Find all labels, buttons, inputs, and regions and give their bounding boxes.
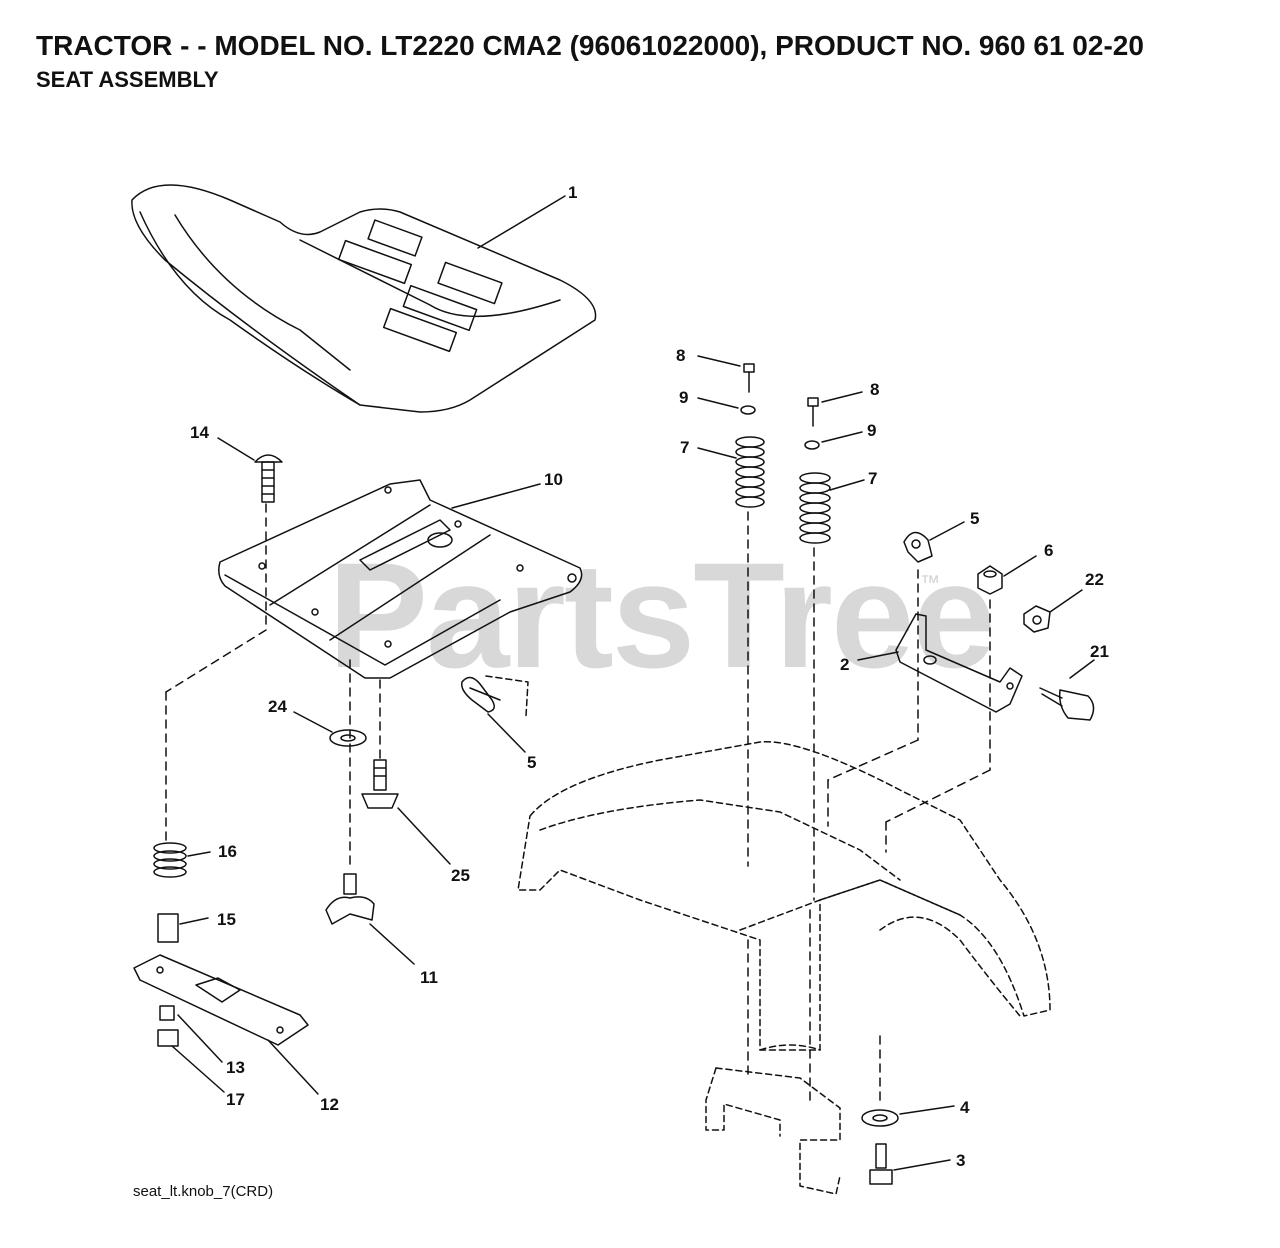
callout-6: 6 xyxy=(1044,541,1054,560)
seat-bracket-plate-part xyxy=(133,954,309,1046)
callout-4: 4 xyxy=(960,1098,970,1117)
callout-7-right: 7 xyxy=(868,469,878,488)
fender-outline xyxy=(517,740,1051,1195)
callout-13: 13 xyxy=(226,1058,245,1077)
spring-7-right-part xyxy=(799,472,831,544)
knob-part xyxy=(325,873,375,925)
bolt-8-right-part xyxy=(807,397,819,427)
callout-9-right: 9 xyxy=(867,421,877,440)
lock-nut-part xyxy=(157,1029,179,1047)
bolt-3-part xyxy=(869,1143,893,1185)
flange-nut-part xyxy=(1023,605,1051,633)
trademark-symbol: ™ xyxy=(920,572,940,594)
washer-9-right-part xyxy=(804,440,820,450)
seat-part xyxy=(131,184,597,413)
shoulder-bolt-21-part xyxy=(1039,687,1095,721)
washer-4-part xyxy=(861,1109,899,1127)
seat-pan-part xyxy=(218,479,583,679)
wire-clip-left-part xyxy=(460,675,529,717)
leader-1 xyxy=(477,195,566,249)
page-subtitle: SEAT ASSEMBLY xyxy=(36,67,219,92)
callout-10: 10 xyxy=(544,470,563,489)
callout-22: 22 xyxy=(1085,570,1104,589)
shoulder-bolt-part xyxy=(361,759,399,809)
callout-16: 16 xyxy=(218,842,237,861)
page-title: TRACTOR - - MODEL NO. LT2220 CMA2 (96061… xyxy=(36,30,1144,61)
washer-part xyxy=(329,729,367,747)
callout-1: 1 xyxy=(568,183,578,202)
callout-7-left: 7 xyxy=(680,438,690,457)
callout-5-left: 5 xyxy=(527,753,537,772)
spring-small-part xyxy=(153,842,187,878)
bolt-8-left-part xyxy=(743,363,755,393)
callout-17: 17 xyxy=(226,1090,245,1109)
callout-8-left: 8 xyxy=(676,346,686,365)
spacer-part xyxy=(157,913,179,943)
callout-9-left: 9 xyxy=(679,388,689,407)
callout-8-right: 8 xyxy=(870,380,880,399)
hex-nut-part xyxy=(977,565,1003,595)
carriage-bolt-part xyxy=(254,454,283,503)
callout-5-right: 5 xyxy=(970,509,980,528)
callout-21: 21 xyxy=(1090,642,1109,661)
callout-14: 14 xyxy=(190,423,209,442)
callout-3: 3 xyxy=(956,1151,966,1170)
callout-2: 2 xyxy=(840,655,850,674)
callout-12: 12 xyxy=(320,1095,339,1114)
spring-7-left-part xyxy=(735,436,765,508)
mounting-bracket-part xyxy=(895,613,1023,713)
callout-11: 11 xyxy=(420,968,438,987)
callout-15: 15 xyxy=(217,910,236,929)
nut-part xyxy=(159,1005,175,1021)
callout-25: 25 xyxy=(451,866,470,885)
watermark-text: PartsTree xyxy=(328,531,996,699)
callout-24: 24 xyxy=(268,697,287,716)
washer-9-left-part xyxy=(740,405,756,415)
wire-clip-right-part xyxy=(903,531,933,563)
drawing-code: seat_lt.knob_7(CRD) xyxy=(133,1183,274,1200)
